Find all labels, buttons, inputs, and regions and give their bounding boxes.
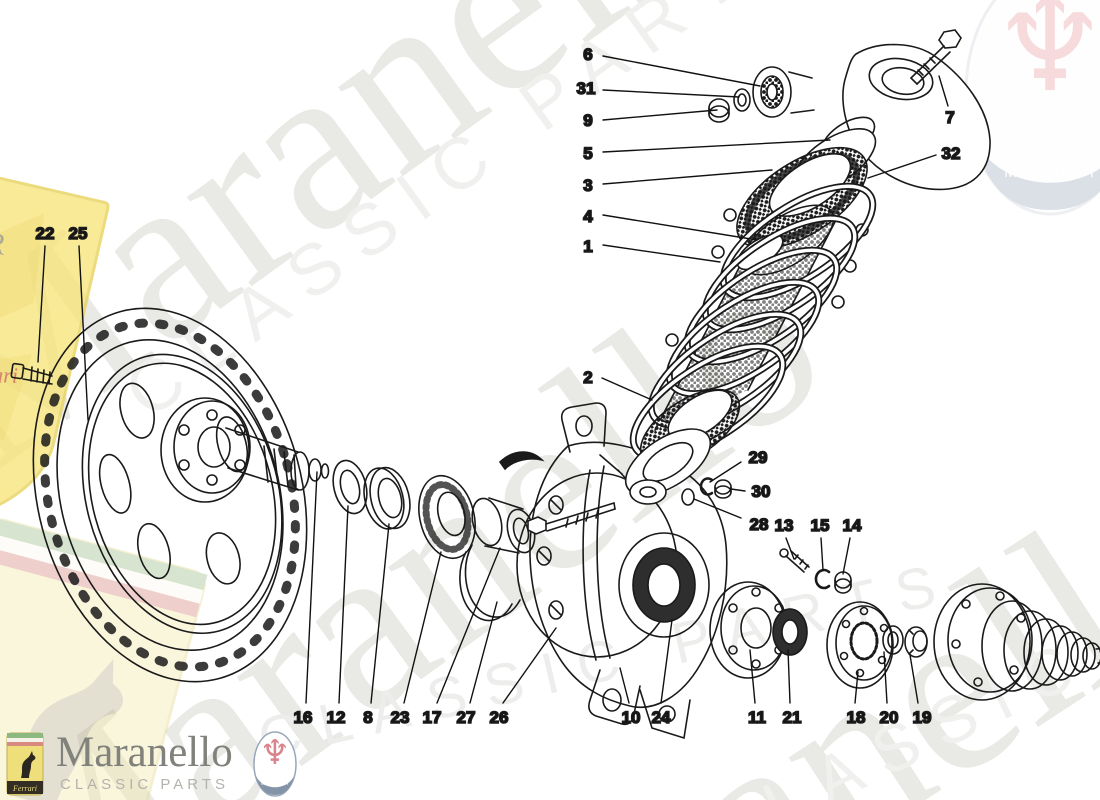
part-label-31: 31 bbox=[577, 79, 596, 98]
part-label-9: 9 bbox=[583, 111, 592, 130]
part-label-24: 24 bbox=[652, 708, 671, 727]
footer-brand-subtitle: CLASSIC PARTS bbox=[60, 776, 229, 793]
part-label-5: 5 bbox=[583, 144, 592, 163]
leader-line-14 bbox=[842, 537, 851, 575]
part-label-3: 3 bbox=[583, 176, 592, 195]
part-label-27: 27 bbox=[457, 708, 476, 727]
leader-line-22 bbox=[37, 245, 46, 363]
footer-brand-bar: Ferrari Maranello CLASSIC PARTS ♆ MASERA… bbox=[0, 726, 330, 800]
part-label-20: 20 bbox=[880, 708, 899, 727]
part-label-30: 30 bbox=[752, 482, 771, 501]
flange-washer bbox=[882, 625, 904, 655]
svg-text:MASERATI: MASERATI bbox=[261, 781, 289, 786]
leader-line-31 bbox=[602, 89, 740, 98]
part-label-18: 18 bbox=[847, 708, 866, 727]
part-label-25: 25 bbox=[69, 224, 88, 243]
part-label-26: 26 bbox=[490, 708, 509, 727]
wheel-stud bbox=[779, 548, 810, 573]
leader-line-29 bbox=[709, 461, 742, 483]
part-label-23: 23 bbox=[391, 708, 410, 727]
part-label-22: 22 bbox=[36, 224, 55, 243]
part-label-2: 2 bbox=[583, 368, 592, 387]
part-label-6: 6 bbox=[583, 45, 592, 64]
part-label-32: 32 bbox=[942, 144, 961, 163]
axle-nut bbox=[904, 626, 928, 658]
leader-line-12 bbox=[338, 505, 349, 704]
leader-line-10 bbox=[619, 667, 630, 704]
leader-line-24 bbox=[660, 619, 673, 704]
maserati-logo: ♆ MASERATI bbox=[253, 731, 297, 797]
part-label-1: 1 bbox=[583, 237, 592, 256]
part-label-7: 7 bbox=[945, 108, 954, 127]
part-label-21: 21 bbox=[783, 708, 802, 727]
leader-line-9 bbox=[602, 109, 718, 121]
leader-line-25 bbox=[78, 245, 89, 421]
footer-brand-name: Maranello bbox=[56, 729, 233, 776]
leader-line-16 bbox=[305, 471, 318, 704]
hub-washer bbox=[332, 459, 368, 515]
part-label-12: 12 bbox=[327, 708, 346, 727]
disc-retaining-bolt bbox=[10, 362, 53, 385]
stud-nut bbox=[834, 571, 852, 594]
part-label-4: 4 bbox=[583, 207, 593, 226]
part-label-19: 19 bbox=[913, 708, 932, 727]
drive-flange bbox=[826, 601, 894, 689]
outer-bearing bbox=[772, 608, 808, 656]
leader-line-23 bbox=[403, 551, 442, 704]
part-label-14: 14 bbox=[843, 516, 862, 535]
part-label-11: 11 bbox=[748, 708, 766, 727]
leader-line-7 bbox=[938, 75, 949, 107]
ferrari-logo: Ferrari bbox=[6, 732, 44, 796]
svg-text:Ferrari: Ferrari bbox=[12, 784, 37, 793]
leader-line-4 bbox=[602, 214, 758, 241]
leader-line-19 bbox=[909, 654, 919, 704]
leader-line-30 bbox=[730, 488, 746, 492]
leader-line-32 bbox=[867, 154, 937, 179]
cv-joint-axle bbox=[933, 583, 1100, 701]
leader-line-26 bbox=[502, 627, 557, 704]
leader-line-1 bbox=[602, 244, 721, 263]
leader-line-5 bbox=[602, 139, 831, 153]
leader-line-20 bbox=[883, 651, 888, 704]
c-clip bbox=[814, 568, 831, 590]
seal-ring bbox=[363, 466, 411, 530]
leader-line-28 bbox=[693, 498, 742, 519]
part-label-15: 15 bbox=[811, 516, 830, 535]
leader-line-11 bbox=[749, 649, 756, 704]
shock-absorber bbox=[624, 29, 991, 506]
half-shell-spacer bbox=[459, 544, 521, 622]
leader-line-8 bbox=[370, 523, 390, 704]
wheel-hub bbox=[160, 397, 330, 503]
leader-line-3 bbox=[602, 169, 773, 185]
part-label-29: 29 bbox=[749, 448, 768, 467]
leader-line-21 bbox=[787, 649, 791, 704]
part-label-17: 17 bbox=[423, 708, 442, 727]
brake-disc bbox=[32, 307, 308, 683]
part-label-10: 10 bbox=[622, 708, 641, 727]
leader-line-2 bbox=[601, 377, 653, 401]
part-label-28: 28 bbox=[750, 515, 769, 534]
part-label-16: 16 bbox=[294, 708, 313, 727]
leader-line-27 bbox=[469, 601, 498, 704]
part-label-13: 13 bbox=[775, 516, 794, 535]
leader-line-18 bbox=[854, 671, 859, 704]
part-label-8: 8 bbox=[363, 708, 372, 727]
leader-line-17 bbox=[436, 547, 501, 704]
leader-line-13 bbox=[785, 537, 795, 560]
coil-spring bbox=[629, 182, 877, 462]
leader-line-15 bbox=[820, 537, 824, 571]
leader-line-6 bbox=[602, 55, 761, 87]
svg-text:♆: ♆ bbox=[260, 733, 290, 773]
